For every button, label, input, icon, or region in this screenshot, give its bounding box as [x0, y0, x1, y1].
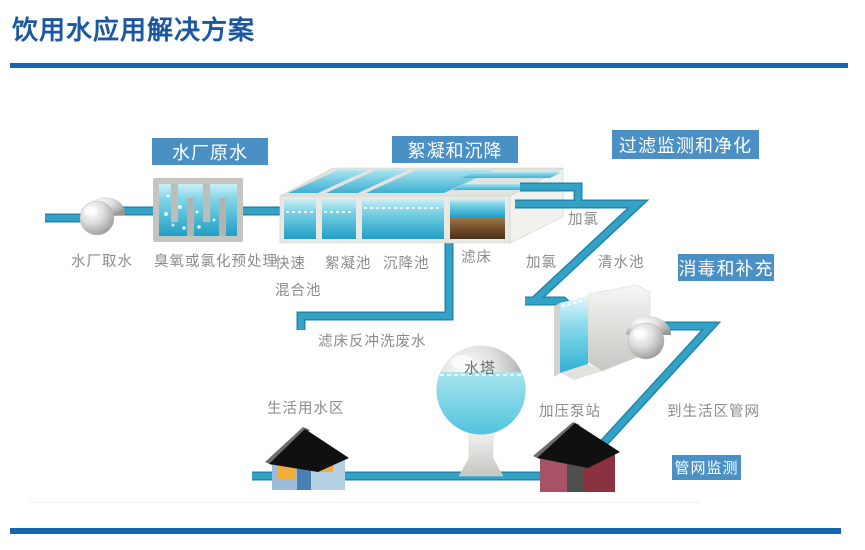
label-rapid-mix-line2: 混合池 [275, 283, 322, 299]
label-pump-station: 加压泵站 [539, 404, 601, 420]
stage-label-disinfection-supplement: 消毒和补充 [678, 254, 774, 281]
label-water-tower: 水塔 [464, 360, 497, 377]
label-backwash: 滤床反冲洗废水 [318, 334, 427, 350]
label-sedimentation-pool: 沉降池 [383, 256, 430, 272]
stage-label-filtration-monitoring: 过滤监测和净化 [612, 130, 759, 159]
panel-edge [30, 502, 700, 503]
label-to-network: 到生活区管网 [667, 404, 760, 420]
network-house-icon [533, 422, 620, 492]
top-divider [10, 63, 848, 68]
residential-house-icon [265, 427, 349, 490]
stage-label-network-monitoring: 管网监测 [672, 455, 741, 480]
page-title: 饮用水应用解决方案 [12, 15, 256, 45]
stage-label-raw-water: 水厂原水 [152, 138, 268, 165]
water-treatment-diagram: 水厂原水 絮凝和沉降 过滤监测和净化 消毒和补充 管网监测 水厂取水 臭氧或氯化… [0, 80, 865, 520]
label-chlorine-2: 加氯 [526, 255, 557, 271]
label-residential-area: 生活用水区 [267, 401, 345, 417]
bottom-divider [10, 528, 841, 534]
diagram-canvas [45, 167, 722, 492]
label-rapid-mix-line1: 快速 [275, 256, 306, 272]
label-filter-bed: 滤床 [461, 250, 492, 266]
stage-label-flocculation-sedimentation: 絮凝和沉降 [392, 136, 518, 163]
intake-pump-icon [79, 197, 125, 236]
label-pretreatment: 臭氧或氯化预处理 [154, 254, 278, 270]
label-intake: 水厂取水 [71, 254, 133, 270]
label-flocculation-pool: 絮凝池 [325, 256, 372, 272]
label-chlorine-1: 加氯 [568, 212, 599, 228]
treatment-basin-icon [279, 167, 564, 244]
booster-pump-icon [626, 315, 671, 360]
label-clear-water-pool: 清水池 [598, 255, 645, 271]
pretreatment-tank-icon [153, 178, 243, 242]
